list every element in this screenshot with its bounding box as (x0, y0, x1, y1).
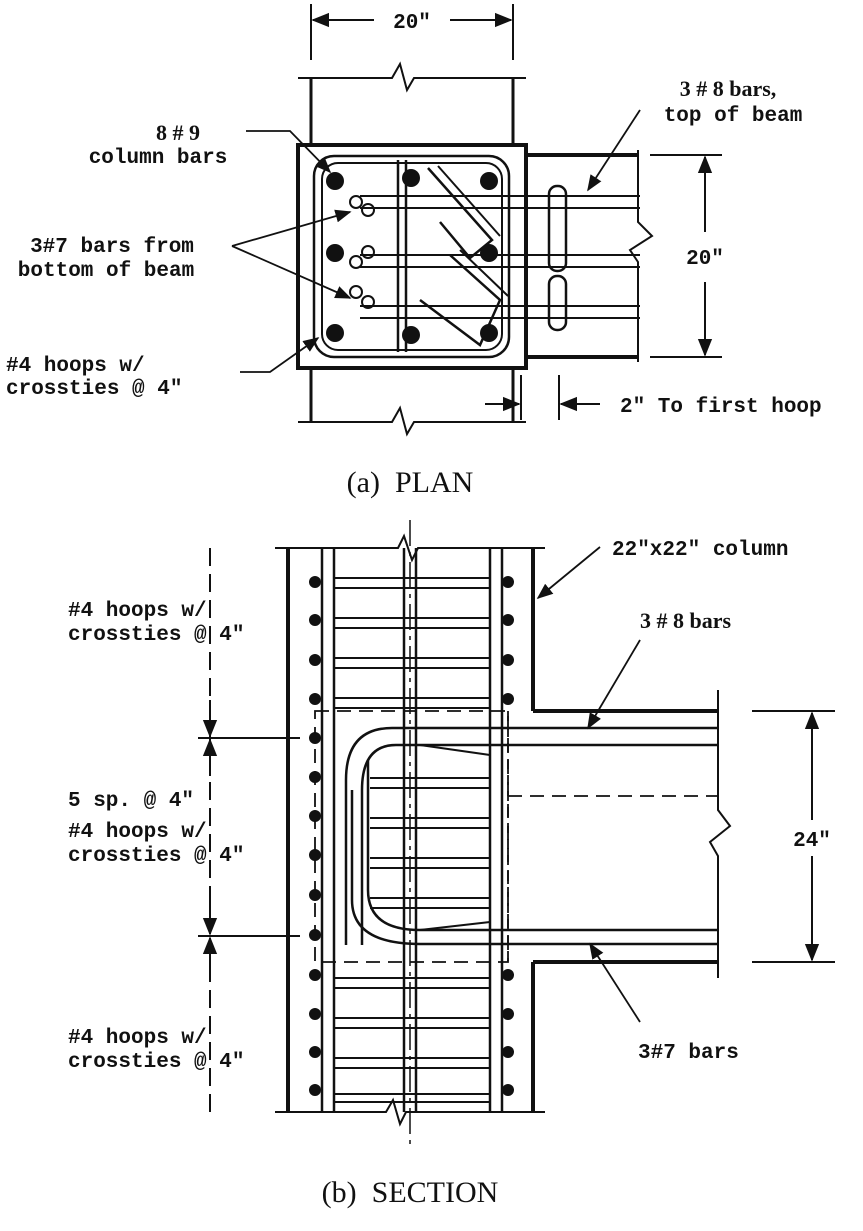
leader-section-top-bars (587, 639, 641, 730)
column-bar (326, 172, 344, 190)
label-plan-hoops-line2: crossties @ 4" (6, 378, 182, 401)
section-joint-tie-bottom (419, 921, 491, 931)
column-bar (502, 1084, 514, 1096)
section-dim-beam: 24" (793, 830, 831, 853)
column-bar (309, 849, 321, 861)
label-plan-hoops-line1: #4 hoops w/ (6, 355, 145, 378)
leader-bottom-bars-1 (231, 209, 352, 247)
plan-break-line-top (298, 61, 526, 93)
column-bar (480, 172, 498, 190)
label-bottom-bars-line1: 3#7 bars from (30, 236, 194, 259)
leader-top-bars (587, 109, 641, 192)
plan-hoop-inner (321, 162, 503, 351)
plan-diagonal-tie-2 (437, 165, 501, 237)
label-column-bars-line1: 8 # 9 (156, 120, 200, 145)
column-bar (502, 1046, 514, 1058)
column-bar (309, 1008, 321, 1020)
label-column-bars-line2: column bars (89, 147, 228, 170)
leader-hoops (240, 337, 320, 373)
section-break-top (275, 533, 545, 563)
column-bar (480, 244, 498, 262)
label-hoops-upper-line2: crossties @ 4" (68, 624, 244, 647)
column-bar (480, 324, 498, 342)
section-hoops-joint (370, 777, 490, 909)
caption-section: (b) SECTION (322, 1176, 499, 1209)
label-hoops-joint-line2: crossties @ 4" (68, 845, 244, 868)
label-hoops-joint-line1: #4 hoops w/ (68, 821, 207, 844)
label-bottom-bars-line2: bottom of beam (18, 260, 194, 283)
column-bar (309, 1046, 321, 1058)
label-column-size: 22"x22" column (612, 539, 788, 562)
leader-bottom-bars-2 (231, 245, 352, 299)
label-hoops-upper-line1: #4 hoops w/ (68, 600, 207, 623)
column-bar (309, 810, 321, 822)
section-view (198, 520, 835, 1150)
plan-dim-top: 20" (393, 12, 431, 35)
plan-bar-hooks (349, 195, 375, 309)
section-break-bottom (275, 1097, 545, 1127)
column-bar (502, 969, 514, 981)
column-bar (326, 244, 344, 262)
section-column-bar-dots (309, 576, 514, 1096)
label-top-bars-line1: 3 # 8 bars, (680, 76, 777, 101)
column-bar (502, 1008, 514, 1020)
column-bar (402, 326, 420, 344)
plan-column-outline (296, 143, 528, 370)
column-bar (309, 732, 321, 744)
plan-hoop-outer (312, 154, 511, 359)
section-top-bars-hooked-inner (360, 743, 718, 945)
label-section-top-bars: 3 # 8 bars (640, 608, 732, 633)
leader-column-bars (246, 130, 332, 174)
column-bar (309, 693, 321, 705)
plan-beam-hoop-upper (547, 184, 568, 273)
caption-plan: (a) PLAN (347, 466, 474, 499)
plan-view (231, 4, 722, 437)
section-hoops-above (334, 577, 490, 709)
column-bar (402, 169, 420, 187)
section-joint-tie-top (419, 744, 491, 756)
section-bottom-bars-hooked-inner (350, 790, 718, 946)
label-first-hoop: 2" To first hoop (620, 396, 822, 419)
label-top-bars-line2: top of beam (664, 105, 803, 128)
section-bottom-bars-hooked (366, 760, 718, 932)
plan-break-line-bottom (298, 405, 526, 437)
column-bar (309, 771, 321, 783)
column-bar (309, 929, 321, 941)
plan-beam-break (628, 150, 654, 362)
plan-diagonal-tie-4 (459, 249, 509, 297)
column-bar (309, 889, 321, 901)
label-joint-spacing: 5 sp. @ 4" (68, 790, 194, 813)
column-bar (326, 324, 344, 342)
plan-beam-hoop-lower (547, 274, 568, 332)
column-bar (309, 654, 321, 666)
column-bar (502, 614, 514, 626)
section-hoops-below (334, 977, 490, 1103)
label-hoops-lower-line1: #4 hoops w/ (68, 1027, 207, 1050)
column-bar (502, 693, 514, 705)
section-top-bars-hooked (344, 726, 718, 945)
label-hoops-lower-line2: crossties @ 4" (68, 1051, 244, 1074)
column-bar (309, 614, 321, 626)
column-bar (309, 576, 321, 588)
plan-column-bars (326, 169, 498, 344)
leader-section-bottom-bars (589, 942, 641, 1023)
column-bar (309, 1084, 321, 1096)
leader-column-size (536, 546, 601, 600)
plan-dim-right: 20" (686, 248, 724, 271)
column-bar (502, 654, 514, 666)
column-bar (309, 969, 321, 981)
plan-diagonal-tie-3 (419, 254, 502, 347)
section-joint-outline (314, 710, 509, 963)
label-section-bottom-bars: 3#7 bars (638, 1042, 739, 1065)
column-bar (502, 576, 514, 588)
plan-beam-bars (360, 195, 640, 319)
section-beam-break (708, 690, 732, 978)
